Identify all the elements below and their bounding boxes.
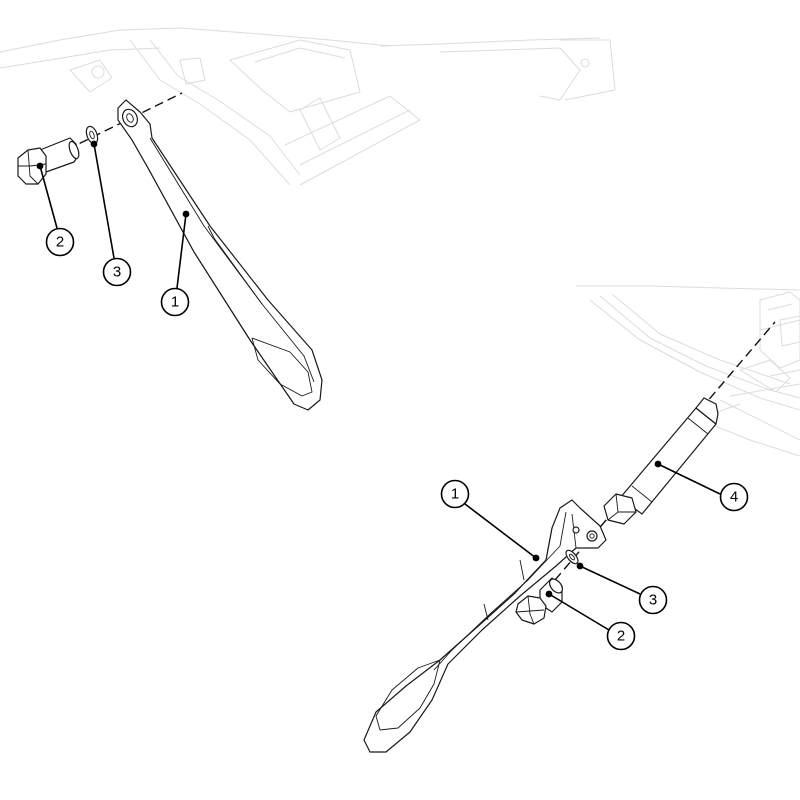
left-callout-3-number: 3 xyxy=(113,264,121,281)
left-callout-1: 1 xyxy=(160,210,190,317)
left-callout-2-number: 2 xyxy=(56,234,64,251)
right-callout-2: 2 xyxy=(545,590,636,651)
right-callout-1: 1 xyxy=(440,479,540,562)
right-background-frame xyxy=(576,285,800,457)
left-callout-2: 2 xyxy=(36,162,75,257)
left-bushing-part xyxy=(17,137,80,185)
right-assembly-view: 1 4 3 2 xyxy=(363,285,800,753)
right-bolt-part xyxy=(603,397,719,525)
left-strap-part xyxy=(117,99,323,411)
right-strap-part xyxy=(363,499,607,753)
right-callout-3-number: 3 xyxy=(649,592,657,609)
right-callout-3: 3 xyxy=(576,562,668,615)
right-washer-part xyxy=(565,549,579,565)
right-callout-1-number: 1 xyxy=(451,486,459,503)
left-callout-1-number: 1 xyxy=(171,294,179,311)
left-assembly-axis xyxy=(41,92,183,163)
right-callout-4-number: 4 xyxy=(730,489,738,506)
right-callout-2-number: 2 xyxy=(617,628,625,645)
left-assembly-view: 2 3 1 xyxy=(0,27,616,411)
right-callout-4: 4 xyxy=(654,460,749,512)
left-background-frame xyxy=(0,27,616,186)
left-callout-3: 3 xyxy=(90,140,132,287)
